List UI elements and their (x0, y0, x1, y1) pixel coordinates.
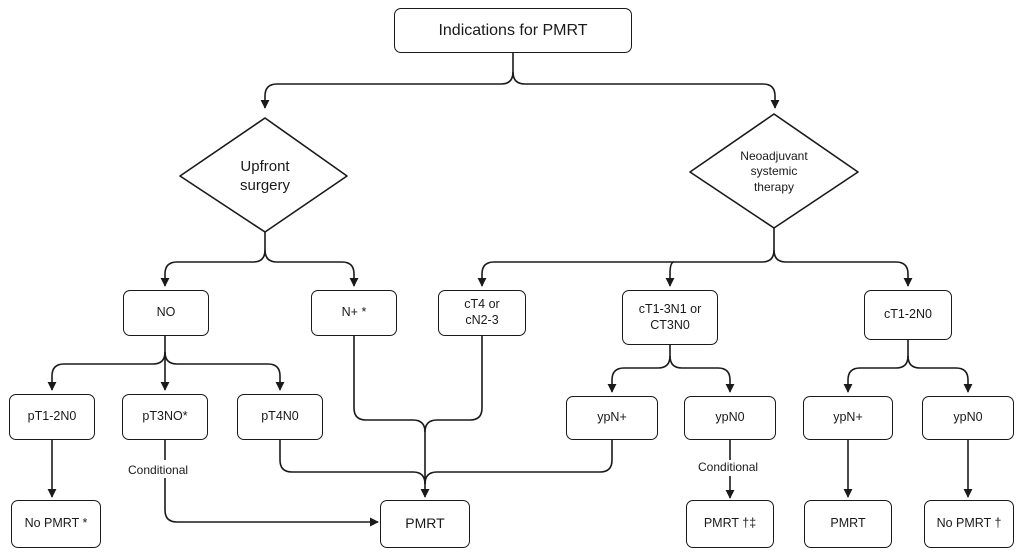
node-nplus-label: N+ * (341, 305, 367, 320)
node-ypn0-mid-label: ypN0 (715, 410, 745, 425)
node-ypnplus-right: ypN+ (803, 396, 893, 440)
node-pmrt-right-label: PMRT (830, 516, 866, 531)
node-pt12: pT1-2N0 (9, 394, 95, 440)
node-nopmrt-right: No PMRT † (924, 500, 1014, 548)
node-n0-label: NO (156, 305, 176, 320)
node-pmrt-dagger-label: PMRT †‡ (703, 516, 757, 531)
node-pt12-label: pT1-2N0 (27, 409, 77, 424)
decision-upfront-label: Upfront surgery (239, 157, 291, 195)
node-ct13-label: cT1-3N1 or CT3N0 (638, 301, 702, 332)
decision-upfront: Upfront surgery (205, 148, 325, 204)
node-pmrt-center: PMRT (380, 500, 470, 548)
node-pmrt-center-label: PMRT (405, 515, 445, 532)
node-nplus: N+ * (311, 290, 397, 336)
node-n0: NO (123, 290, 209, 336)
node-ypn0-mid: ypN0 (684, 396, 776, 440)
title-text: Indications for PMRT (438, 21, 588, 39)
conditional-label-left: Conditional (128, 463, 189, 477)
node-ypn0-right: ypN0 (922, 396, 1014, 440)
node-ct4: cT4 or cN2-3 (438, 290, 526, 336)
node-pmrt-dagger: PMRT †‡ (686, 500, 774, 548)
node-pt3-label: pT3NO* (142, 409, 188, 424)
node-ypn0-right-label: ypN0 (953, 410, 983, 425)
title-box: Indications for PMRT (394, 8, 632, 53)
node-ct13: cT1-3N1 or CT3N0 (622, 290, 718, 345)
node-ypnplus-mid: ypN+ (566, 396, 658, 440)
decision-neoadjuvant-label: Neoadjuvant systemic therapy (740, 148, 808, 194)
node-ct4-label: cT4 or cN2-3 (464, 297, 500, 327)
node-nopmrt-left: No PMRT * (11, 500, 101, 548)
node-ct12: cT1-2N0 (864, 290, 952, 340)
conditional-label-right: Conditional (698, 460, 759, 474)
decision-neoadjuvant: Neoadjuvant systemic therapy (714, 142, 834, 202)
node-pt4-label: pT4N0 (261, 409, 299, 424)
node-ct12-label: cT1-2N0 (884, 307, 932, 322)
node-ypnplus-right-label: ypN+ (833, 410, 863, 425)
node-nopmrt-left-label: No PMRT * (24, 516, 88, 531)
node-pt4: pT4N0 (237, 394, 323, 440)
node-pt3: pT3NO* (122, 394, 208, 440)
node-pmrt-right: PMRT (804, 500, 892, 548)
node-ypnplus-mid-label: ypN+ (597, 410, 627, 425)
node-nopmrt-right-label: No PMRT † (936, 516, 1002, 531)
